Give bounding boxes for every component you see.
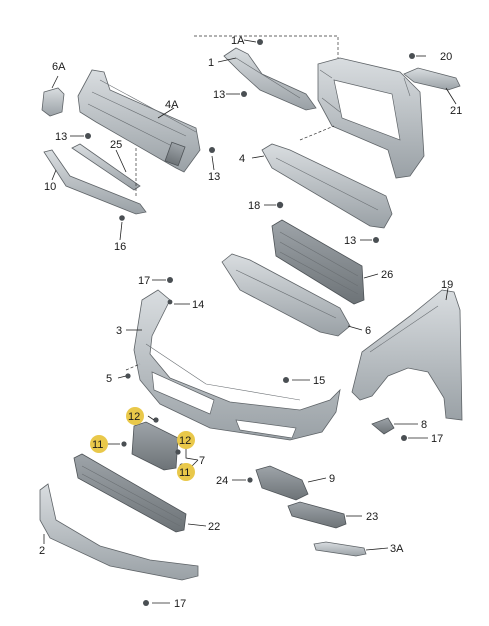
- callout-17-b: 17: [431, 433, 443, 445]
- callout-13-d: 13: [344, 235, 356, 247]
- callout-26: 26: [381, 269, 393, 281]
- callout-10: 10: [44, 181, 56, 193]
- callout-1a: 1A: [231, 35, 245, 47]
- callout-13-c: 13: [208, 171, 220, 183]
- part-4a-reinforcement: [77, 69, 201, 173]
- callout-22: 22: [208, 521, 220, 533]
- part-19-fender: [351, 289, 463, 421]
- part-1-bracket: [223, 47, 317, 111]
- callout-6a: 6A: [52, 61, 66, 73]
- callout-13-a: 13: [213, 89, 225, 101]
- callout-18: 18: [248, 200, 260, 212]
- part-4-crossmember: [261, 143, 393, 229]
- part-3a-molding: [313, 541, 367, 557]
- callout-15: 15: [313, 375, 325, 387]
- callout-4: 4: [239, 153, 245, 165]
- callout-3a: 3A: [390, 543, 404, 555]
- part-radiator-frame: [317, 57, 425, 179]
- part-6a-bracket: [41, 87, 65, 117]
- part-2-spoiler: [39, 483, 199, 581]
- part-25-strip: [71, 143, 141, 191]
- callout-11-b: 11: [179, 467, 190, 479]
- callout-3: 3: [116, 325, 122, 337]
- callout-23: 23: [366, 511, 378, 523]
- callout-7: 7: [199, 455, 205, 467]
- callout-12-a: 12: [128, 411, 140, 423]
- callout-13-b: 13: [55, 131, 67, 143]
- callout-6: 6: [365, 325, 371, 337]
- part-6-absorber: [221, 253, 351, 337]
- fasteners: [85, 39, 415, 606]
- callout-2: 2: [39, 545, 45, 557]
- part-7-plate-holder: [131, 421, 179, 471]
- callout-16: 16: [114, 241, 126, 253]
- part-9-fog-cover: [255, 465, 309, 501]
- assembly-lines: [125, 35, 339, 371]
- highlight-markers: [90, 407, 195, 481]
- part-8-bracket: [371, 417, 395, 435]
- callout-25: 25: [110, 139, 122, 151]
- callout-5: 5: [106, 373, 112, 385]
- callout-17-a: 17: [138, 275, 150, 287]
- part-21-bracket: [403, 67, 461, 91]
- callout-24: 24: [216, 475, 228, 487]
- callout-11-a: 11: [92, 439, 103, 451]
- callout-labels: 6A 4A 1A 1 13 20 21 13 25 13 4 10 18 13 …: [39, 35, 462, 610]
- callout-21: 21: [450, 105, 462, 117]
- callout-4a: 4A: [165, 99, 179, 111]
- part-22-lower-grille: [73, 453, 187, 533]
- part-10-bar: [43, 149, 147, 215]
- callout-8: 8: [421, 419, 427, 431]
- callout-19: 19: [441, 279, 453, 291]
- leader-lines: [43, 39, 457, 604]
- part-23-trim: [287, 501, 347, 529]
- callout-17-c: 17: [174, 598, 186, 610]
- callout-9: 9: [329, 473, 335, 485]
- part-3-bumper-cover: [133, 289, 341, 441]
- callout-20: 20: [440, 51, 452, 63]
- callout-12-b: 12: [179, 435, 191, 447]
- callout-14: 14: [192, 299, 204, 311]
- part-26-air-guide: [271, 219, 365, 305]
- callout-1: 1: [208, 57, 214, 69]
